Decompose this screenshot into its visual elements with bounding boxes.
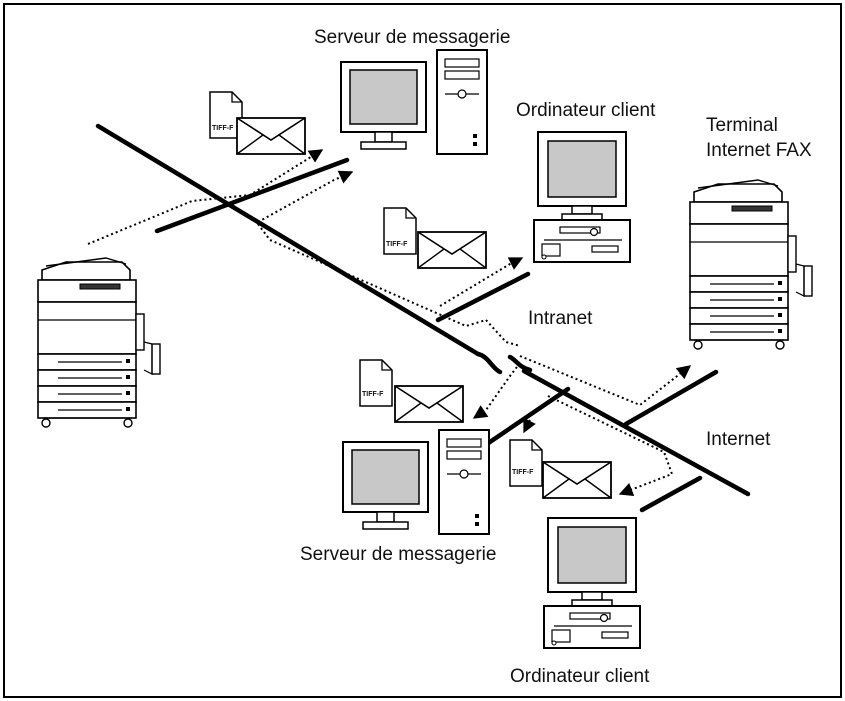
mail-server-top-icon	[340, 49, 488, 155]
sender-mfp-icon	[37, 257, 161, 428]
frame-border	[3, 3, 842, 698]
internet-fax-terminal-icon	[689, 179, 813, 350]
attachment-lower-right: TIFF-F	[509, 439, 612, 499]
svg-text:TIFF-F: TIFF-F	[512, 469, 534, 476]
attachment-lower-left: TIFF-F	[359, 359, 464, 423]
svg-text:TIFF-F: TIFF-F	[386, 241, 408, 248]
label-internet: Internet	[706, 429, 771, 450]
label-internet-fax-line2: Internet FAX	[706, 140, 812, 161]
client-pc-bottom-icon	[543, 517, 641, 649]
attachment-top: TIFF-F	[209, 91, 306, 155]
label-intranet: Intranet	[528, 308, 593, 329]
client-pc-top-icon	[533, 131, 631, 263]
label-client-pc-top: Ordinateur client	[516, 100, 656, 121]
label-internet-fax-line1: Terminal	[706, 115, 778, 136]
message-paths	[87, 149, 692, 497]
label-mail-server-bottom: Serveur de messagerie	[300, 544, 496, 565]
mail-server-bottom-icon	[342, 429, 490, 535]
attachment-middle: TIFF-F	[383, 207, 487, 269]
label-client-pc-bottom: Ordinateur client	[510, 666, 650, 687]
label-mail-server-top: Serveur de messagerie	[314, 27, 510, 48]
svg-text:TIFF-F: TIFF-F	[212, 125, 234, 132]
network-lines	[95, 123, 751, 513]
svg-text:TIFF-F: TIFF-F	[362, 391, 384, 398]
